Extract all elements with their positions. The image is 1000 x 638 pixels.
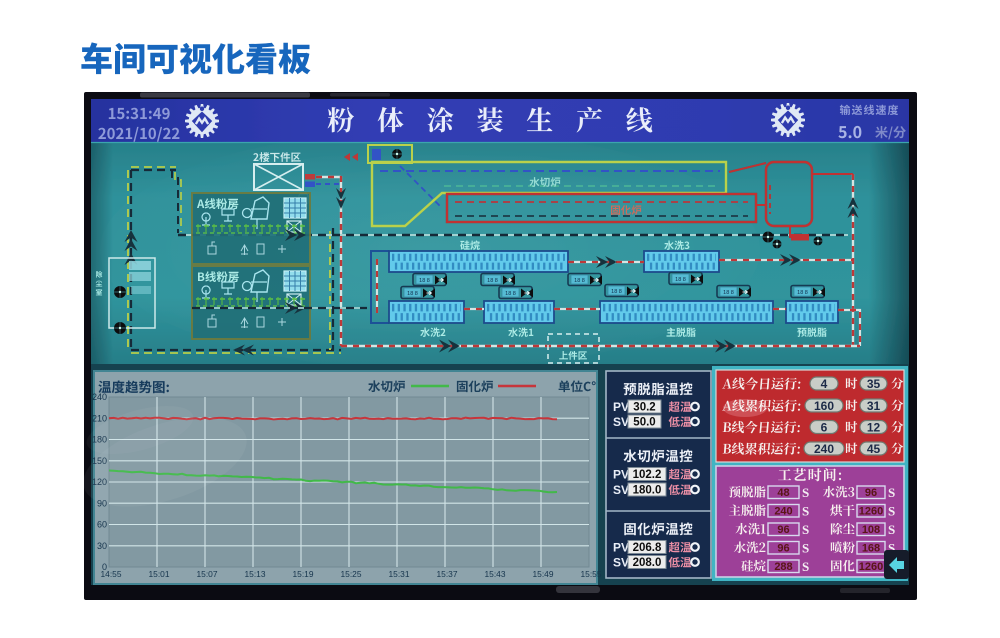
svg-text:0: 0 (102, 562, 107, 572)
svg-text:S: S (802, 540, 809, 555)
svg-text:90: 90 (97, 498, 107, 508)
svg-text:6: 6 (821, 420, 828, 434)
svg-text:14:55: 14:55 (101, 569, 122, 579)
svg-text:96: 96 (777, 543, 789, 555)
svg-text:31: 31 (867, 399, 881, 413)
svg-text:240: 240 (774, 506, 792, 518)
svg-text:15:07: 15:07 (197, 569, 218, 579)
svg-text:18 8: 18 8 (487, 278, 498, 284)
svg-text:18 8: 18 8 (675, 277, 686, 283)
svg-text:30.2: 30.2 (633, 402, 655, 414)
svg-text:18 8: 18 8 (419, 278, 430, 284)
svg-text:18 8: 18 8 (407, 291, 418, 297)
svg-text:96: 96 (865, 487, 877, 499)
svg-text:S: S (802, 503, 809, 518)
svg-text:210: 210 (92, 413, 107, 423)
svg-text:206.8: 206.8 (633, 542, 662, 554)
svg-text:SV: SV (613, 415, 629, 429)
svg-text:35: 35 (867, 377, 881, 391)
svg-text:240: 240 (92, 392, 107, 402)
svg-text:15:43: 15:43 (485, 569, 506, 579)
svg-text:15:55: 15:55 (581, 569, 602, 579)
svg-text:1260: 1260 (859, 561, 883, 573)
svg-text:PV: PV (613, 468, 629, 482)
svg-text:45: 45 (867, 442, 881, 456)
svg-text:96: 96 (777, 524, 789, 536)
svg-text:18 8: 18 8 (611, 289, 622, 295)
svg-text:15:31: 15:31 (389, 569, 410, 579)
svg-text:1260: 1260 (859, 506, 883, 518)
svg-text:240: 240 (814, 442, 834, 456)
svg-text:18 8: 18 8 (574, 278, 585, 284)
svg-text:S: S (888, 540, 895, 555)
svg-text:60: 60 (97, 520, 107, 530)
svg-text:S: S (888, 522, 895, 537)
svg-text:15:19: 15:19 (293, 569, 314, 579)
svg-text:15:01: 15:01 (149, 569, 170, 579)
svg-text:PV: PV (613, 400, 629, 414)
svg-text:SV: SV (613, 483, 629, 497)
svg-text:102.2: 102.2 (633, 469, 662, 481)
svg-text:15:25: 15:25 (341, 569, 362, 579)
svg-text:4: 4 (821, 377, 828, 391)
svg-text:15:13: 15:13 (245, 569, 266, 579)
svg-text:12: 12 (867, 420, 881, 434)
svg-text:168: 168 (862, 543, 880, 555)
svg-text:15:49: 15:49 (533, 569, 554, 579)
svg-text:18 8: 18 8 (797, 290, 808, 296)
svg-text:15:37: 15:37 (437, 569, 458, 579)
svg-text:S: S (802, 522, 809, 537)
svg-text:108: 108 (862, 524, 880, 536)
svg-text:208.0: 208.0 (633, 557, 662, 569)
svg-text:50.0: 50.0 (633, 417, 655, 429)
svg-text:180.0: 180.0 (633, 485, 662, 497)
svg-text:S: S (802, 485, 809, 500)
svg-text:48: 48 (777, 487, 789, 499)
svg-text:S: S (888, 485, 895, 500)
svg-text:160: 160 (814, 399, 834, 413)
svg-text:S: S (802, 559, 809, 574)
svg-text:SV: SV (613, 556, 629, 570)
svg-text:18 8: 18 8 (723, 290, 734, 296)
svg-text:S: S (888, 503, 895, 518)
svg-text:30: 30 (97, 541, 107, 551)
svg-text:18 8: 18 8 (505, 291, 516, 297)
svg-text:PV: PV (613, 541, 629, 555)
svg-text:288: 288 (774, 561, 792, 573)
